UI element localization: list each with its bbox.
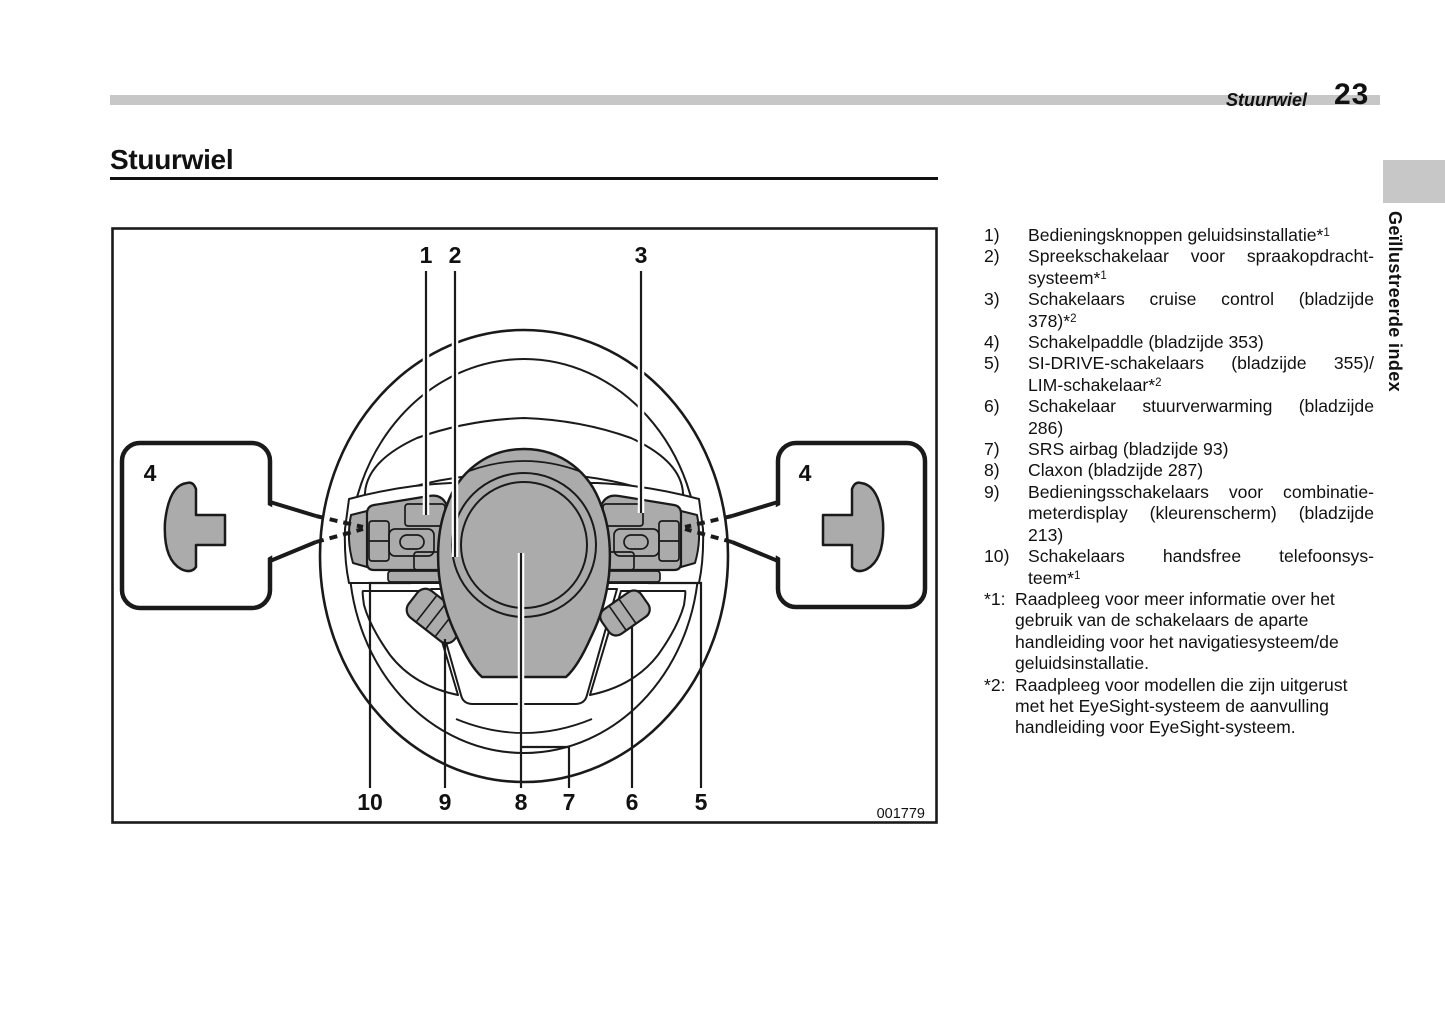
callout-number-8: 8 — [515, 789, 528, 815]
legend-item: 9) Bedieningsschakelaars voor combinatie-… — [984, 482, 1374, 546]
legend-item-text: Schakelpaddle (bladzijde 353) — [1028, 332, 1264, 353]
legend-item-number: 4) — [984, 332, 1000, 353]
legend: 1) Bedieningsknoppen geluidsinstallatie*1… — [984, 225, 1374, 739]
legend-item: 8) Claxon (bladzijde 287) — [984, 460, 1374, 481]
legend-item-number: 7) — [984, 439, 1000, 460]
footnote-label: *1: — [984, 588, 1006, 609]
left-paddle-callout: 4 — [119, 440, 364, 611]
callout-notch — [732, 503, 784, 560]
left-spoke-wing — [347, 510, 368, 568]
title-underline — [110, 177, 938, 180]
legend-item-text: Bedieningsschakelaars voor combinatie-me… — [1028, 481, 1374, 545]
legend-item: 5) SI-DRIVE-schakelaars (bladzijde 355)/L… — [984, 353, 1374, 396]
footnote-list: *1: Raadpleeg voor meer informatie over h… — [984, 589, 1374, 739]
right-paddle-callout: 4 — [684, 440, 928, 610]
callout-number-4-right: 4 — [799, 460, 812, 486]
figure-border — [111, 227, 938, 824]
footnote-text: Raadpleeg voor modellen die zijn uitgeru… — [1015, 674, 1348, 738]
legend-item-number: 6) — [984, 396, 1000, 417]
callout-number-7: 7 — [563, 789, 576, 815]
legend-item-number: 2) — [984, 246, 1000, 267]
legend-item-text: Bedieningsknoppen geluidsinstallatie*1 — [1028, 225, 1330, 245]
callout-number-10: 10 — [357, 789, 383, 815]
section-tab — [1383, 160, 1445, 203]
callout-number-1: 1 — [420, 242, 433, 268]
legend-item-number: 9) — [984, 481, 1000, 502]
right-stalk-switch — [599, 589, 651, 637]
legend-item-number: 3) — [984, 289, 1000, 310]
right-spoke-wing — [680, 510, 701, 568]
footnote: *1: Raadpleeg voor meer informatie over h… — [984, 589, 1374, 675]
legend-list: 1) Bedieningsknoppen geluidsinstallatie*1… — [984, 225, 1374, 589]
callout-number-3: 3 — [635, 242, 648, 268]
callout-numbers: 1 2 3 10 9 8 7 6 5 — [357, 242, 707, 815]
shift-paddle-icon — [163, 481, 227, 573]
callout-number-4-left: 4 — [144, 460, 157, 486]
header-rule — [110, 95, 1380, 105]
legend-item-number: 1) — [984, 225, 1000, 245]
legend-item-text: Schakelaars handsfree telefoonsys-teem*1 — [1028, 546, 1374, 588]
running-header: Stuurwiel — [1225, 90, 1307, 110]
steering-wheel-diagram: 1 2 3 10 9 8 7 6 5 4 4 — [111, 227, 938, 824]
shift-paddle-icon — [821, 481, 885, 573]
callout-number-5: 5 — [695, 789, 708, 815]
legend-item-text: Claxon (bladzijde 287) — [1028, 460, 1204, 481]
section-tab-label: Geïllustreerde index — [1385, 211, 1405, 393]
legend-item-number: 8) — [984, 460, 1000, 481]
legend-item: 1) Bedieningsknoppen geluidsinstallatie*1 — [984, 225, 1374, 246]
legend-item: 2) Spreekschakelaar voor spraakopdracht-s… — [984, 246, 1374, 289]
figure-code: 001779 — [877, 806, 925, 822]
page-title: Stuurwiel — [110, 144, 234, 175]
right-switch-cluster — [594, 494, 683, 583]
legend-item: 4) Schakelpaddle (bladzijde 353) — [984, 332, 1374, 353]
legend-item-text: SI-DRIVE-schakelaars (bladzijde 355)/LIM… — [1028, 353, 1374, 395]
callout-leader-lines — [368, 271, 703, 788]
footnote-label: *2: — [984, 674, 1006, 695]
callout-number-2: 2 — [449, 242, 462, 268]
callout-notch — [264, 503, 316, 560]
page-number: 23 — [1334, 78, 1370, 111]
legend-item: 7) SRS airbag (bladzijde 93) — [984, 439, 1374, 460]
legend-item: 10) Schakelaars handsfree telefoonsys-tee… — [984, 546, 1374, 589]
legend-item-number: 5) — [984, 353, 1000, 374]
callout-number-9: 9 — [439, 789, 452, 815]
legend-item-text: Spreekschakelaar voor spraakopdracht-sys… — [1028, 246, 1374, 288]
lower-rim-arc — [455, 718, 593, 734]
legend-item-number: 10) — [984, 546, 1010, 567]
legend-item-text: SRS airbag (bladzijde 93) — [1028, 439, 1229, 460]
footnote: *2: Raadpleeg voor modellen die zijn uitg… — [984, 675, 1374, 739]
callout-number-6: 6 — [626, 789, 639, 815]
